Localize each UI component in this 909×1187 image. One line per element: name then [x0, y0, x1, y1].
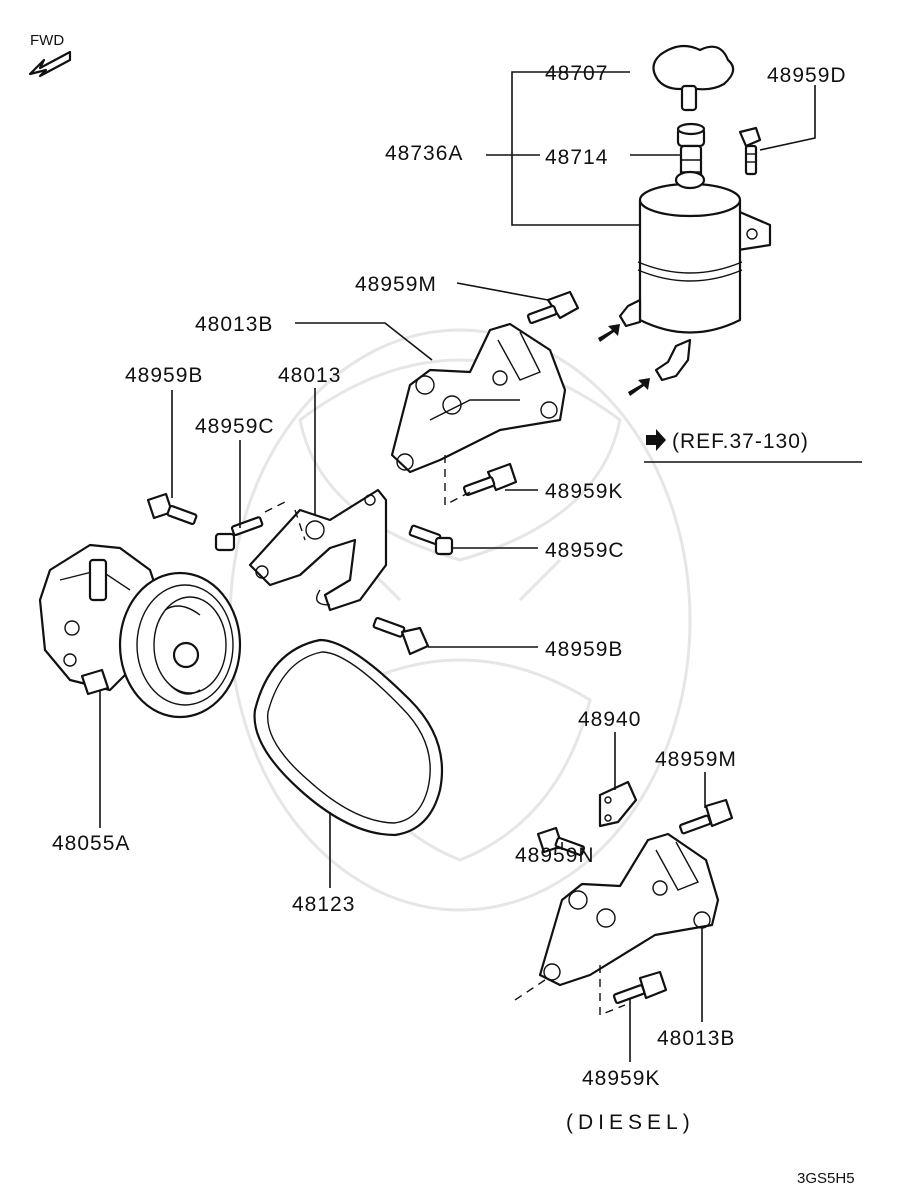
callout-48055A: 48055A — [52, 832, 130, 855]
callout-48959C-right: 48959C — [545, 539, 625, 562]
pump-bracket-lower — [248, 488, 388, 612]
leader-lines — [99, 71, 862, 1062]
flow-arrow-icon — [628, 378, 650, 396]
bolt-48959K-mid — [462, 462, 518, 497]
callout-48013B-bottom: 48013B — [657, 1027, 735, 1050]
drive-belt — [253, 638, 444, 837]
callout-48707: 48707 — [545, 62, 608, 85]
bolt-48959M-top — [526, 290, 580, 325]
callout-48959K-mid: 48959K — [545, 480, 623, 503]
bolt-48959B-right — [372, 616, 430, 656]
variant-note: (DIESEL) — [566, 1111, 695, 1134]
bolt-48959C-left — [214, 516, 264, 552]
bolt-48959B-left — [146, 492, 198, 526]
fwd-arrow-icon — [28, 50, 72, 78]
bolt-48959M-bottom — [678, 798, 734, 835]
callout-48013: 48013 — [278, 364, 341, 387]
callout-48959B-right: 48959B — [545, 638, 623, 661]
callout-48959N: 48959N — [515, 844, 595, 867]
reservoir-cap — [652, 44, 735, 112]
callout-48013B-top: 48013B — [195, 313, 273, 336]
oil-reservoir — [618, 170, 772, 382]
callout-48959M-bottom: 48959M — [655, 748, 737, 771]
reference-text: (REF.37-130) — [672, 430, 809, 453]
callout-48123: 48123 — [292, 893, 355, 916]
callout-48959C-left: 48959C — [195, 415, 275, 438]
bolt-48959K-bottom — [612, 970, 668, 1005]
pump-bracket-upper — [390, 322, 567, 474]
power-steering-pump — [38, 543, 242, 719]
fwd-indicator: FWD — [28, 32, 72, 78]
reference-arrow-icon — [646, 429, 666, 451]
callout-48959M-top: 48959M — [355, 273, 437, 296]
pump-bracket-diesel — [538, 832, 720, 987]
flow-arrow-icon — [598, 324, 620, 342]
bracket-48940 — [598, 780, 638, 828]
fwd-label: FWD — [30, 32, 64, 49]
callout-48736A: 48736A — [385, 142, 463, 165]
callout-48714: 48714 — [545, 146, 608, 169]
callout-48959D: 48959D — [767, 64, 847, 87]
reservoir-bolt — [738, 126, 762, 176]
callout-48959B-left: 48959B — [125, 364, 203, 387]
figure-code: 3GS5H5 — [797, 1170, 855, 1187]
callout-48959K-bottom: 48959K — [582, 1067, 660, 1090]
callout-48940: 48940 — [578, 708, 641, 731]
bolt-48959C-right — [408, 524, 454, 556]
